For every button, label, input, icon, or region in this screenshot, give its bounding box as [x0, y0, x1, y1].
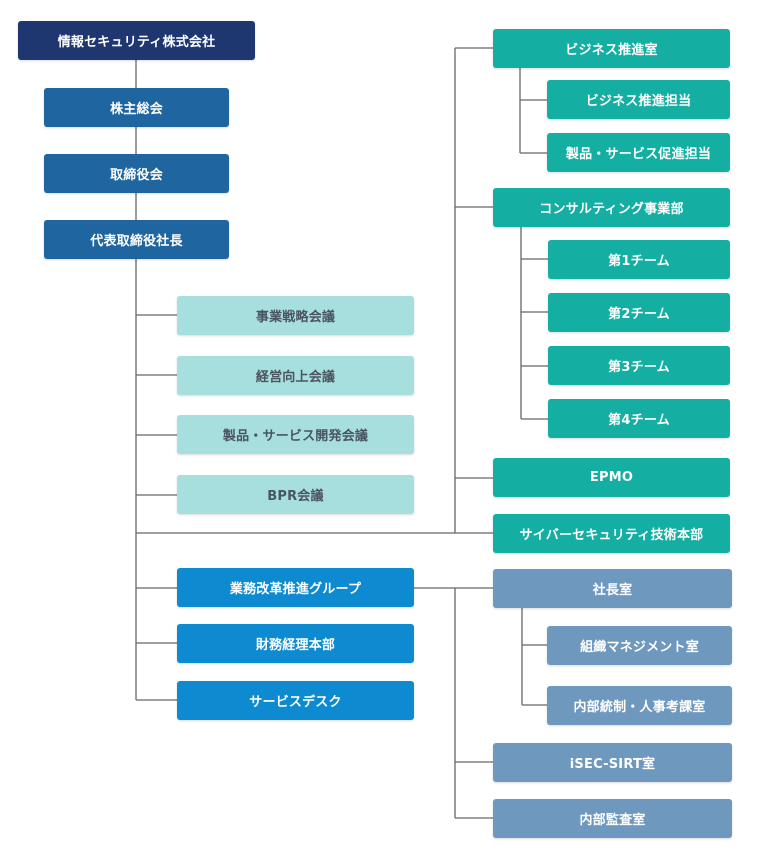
meeting-bpr: BPR会議 [177, 475, 414, 514]
isec-sirt-office-box: iSEC-SIRT室 [493, 743, 732, 782]
finance-accounting-box: 財務経理本部 [177, 624, 414, 663]
business-reform-group-box: 業務改革推進グループ [177, 568, 414, 607]
internal-control-hr-office-box: 内部統制・人事考課室 [547, 686, 732, 725]
internal-audit-office-box: 内部監査室 [493, 799, 732, 838]
business-promotion-office-box: ビジネス推進室 [493, 29, 730, 68]
shareholders-meeting-box: 株主総会 [44, 88, 229, 127]
cybersecurity-technology-box: サイバーセキュリティ技術本部 [493, 514, 730, 553]
company-box: 情報セキュリティ株式会社 [18, 21, 255, 60]
team-2-box: 第2チーム [548, 293, 730, 332]
team-4-box: 第4チーム [548, 399, 730, 438]
ceo-office-box: 社長室 [493, 569, 732, 608]
meeting-product-service-development: 製品・サービス開発会議 [177, 415, 414, 454]
team-1-box: 第1チーム [548, 240, 730, 279]
business-promotion-staff-box: ビジネス推進担当 [547, 80, 730, 119]
president-box: 代表取締役社長 [44, 220, 229, 259]
meeting-business-strategy: 事業戦略会議 [177, 296, 414, 335]
organization-management-office-box: 組織マネジメント室 [547, 626, 732, 665]
service-desk-box: サービスデスク [177, 681, 414, 720]
consulting-division-box: コンサルティング事業部 [493, 188, 730, 227]
board-of-directors-box: 取締役会 [44, 154, 229, 193]
meeting-management-improvement: 経営向上会議 [177, 356, 414, 395]
team-3-box: 第3チーム [548, 346, 730, 385]
product-service-promotion-staff-box: 製品・サービス促進担当 [547, 133, 730, 172]
epmo-box: EPMO [493, 458, 730, 497]
